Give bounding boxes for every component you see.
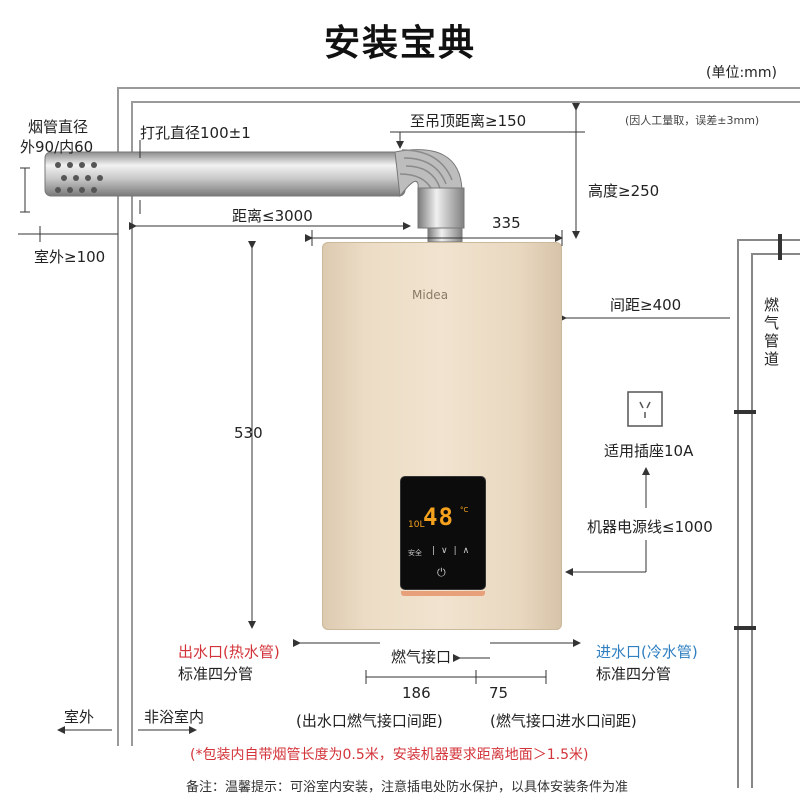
hole-diameter-label: 打孔直径100±1 (140, 124, 251, 142)
outdoor-label: 室外 (64, 708, 95, 726)
hot-outlet-spec: 标准四分管 (178, 665, 254, 683)
flue-diameter-label-1: 烟管直径 (28, 118, 89, 136)
height-label: 高度≥250 (588, 182, 660, 200)
spacing-label: 间距≥400 (610, 296, 682, 314)
socket-label: 适用插座10A (604, 442, 694, 460)
brand-logo: Midea (412, 288, 449, 302)
outdoor-100-label: 室外≥100 (34, 248, 106, 266)
footnote: 备注：温馨提示：可浴室内安装，注意插电处防水保护，以具体安装条件为准 (186, 780, 629, 795)
page-title: 安装宝典 (323, 23, 476, 64)
dist-75-label: 75 (489, 684, 509, 702)
temperature-unit: °C (460, 506, 469, 514)
flue-holes (55, 162, 103, 193)
distance-label: 距离≤3000 (232, 207, 313, 225)
ceiling-distance-label: 至吊顶距离≥150 (410, 112, 527, 130)
hot-outlet-label: 出水口(热水管) (178, 643, 280, 661)
power-cord-label: 机器电源线≤1000 (587, 518, 713, 536)
dist-186-desc: (出水口燃气接口间距) (296, 712, 443, 730)
panel-accent-strip (401, 591, 485, 596)
flue-pipe (44, 151, 406, 197)
width-label: 335 (492, 214, 521, 232)
height-530-label: 530 (234, 424, 263, 442)
gas-pipe-label: 燃气管道 (764, 296, 780, 368)
dist-75-desc: (燃气接口进水口间距) (490, 712, 637, 730)
indoor-label: 非浴室内 (144, 708, 205, 726)
flow-display: 10L (408, 520, 425, 530)
wall-outline (117, 87, 800, 746)
warning-note: (*包装内自带烟管长度为0.5米，安装机器要求距离地面＞1.5米) (190, 747, 589, 763)
temperature-display: 48 (423, 503, 454, 531)
unit-label: (单位:mm) (706, 65, 777, 81)
power-icon: ⏻ (437, 566, 446, 579)
safety-button: 安全 (408, 549, 422, 557)
flue-diameter-label-2: 外90/内60 (20, 138, 94, 156)
cold-inlet-spec: 标准四分管 (596, 665, 672, 683)
dist-186-label: 186 (402, 684, 431, 702)
error-note: (因人工量取，误差±3mm) (625, 114, 760, 127)
socket-icon (627, 391, 663, 427)
flue-vertical (417, 187, 465, 229)
cold-inlet-label: 进水口(冷水管) (596, 643, 698, 661)
gas-inlet-label: 燃气接口 (391, 648, 452, 666)
panel-buttons-icon: |∨|∧ (432, 546, 476, 556)
control-panel (401, 477, 485, 589)
